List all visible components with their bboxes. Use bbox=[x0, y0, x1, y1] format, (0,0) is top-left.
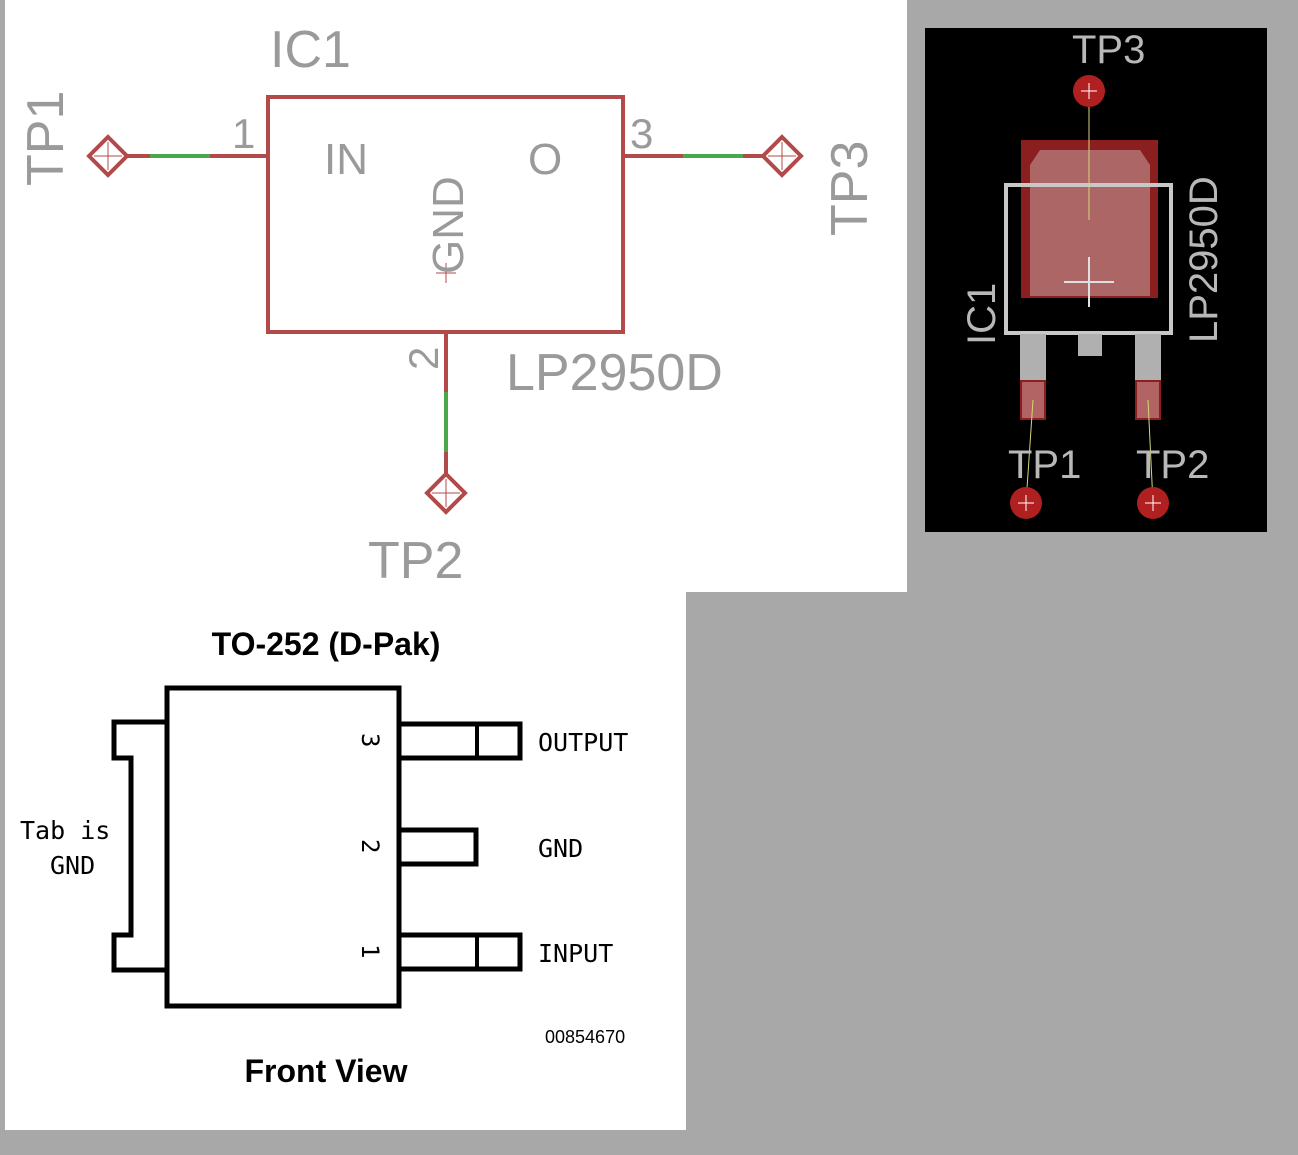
tab-note-line2: GND bbox=[50, 851, 95, 880]
pin-number-1: 1 bbox=[232, 110, 255, 157]
package-lead-3 bbox=[396, 721, 523, 761]
tp3-symbol bbox=[760, 134, 804, 178]
pcb-airwire-tp2 bbox=[1147, 399, 1154, 504]
pcb-lead-2 bbox=[1078, 334, 1102, 356]
package-lead-2 bbox=[396, 827, 479, 867]
pcb-tp1-pad bbox=[1010, 487, 1042, 519]
pcb-part-value: LP2950D bbox=[1182, 176, 1226, 343]
pcb-airwire-tp1 bbox=[1025, 399, 1034, 504]
pcb-tp3-label: TP3 bbox=[1072, 28, 1145, 72]
pin-number-2: 2 bbox=[400, 347, 447, 370]
pcb-panel: TP3 TP1 TP2 IC1 LP2950D bbox=[925, 28, 1267, 532]
schematic-part-value: LP2950D bbox=[506, 344, 723, 402]
package-lead-1 bbox=[396, 932, 523, 972]
datasheet-title: TO-252 (D-Pak) bbox=[212, 626, 441, 662]
schematic-tp2-label: TP2 bbox=[368, 532, 463, 590]
pin-label-gnd: GND bbox=[424, 176, 473, 274]
pin-label-out: O bbox=[528, 135, 562, 184]
schematic-panel: IC1 LP2950D IN O GND 1 3 2 TP1 TP3 TP2 bbox=[5, 0, 907, 592]
pcb-tp1-label: TP1 bbox=[1008, 443, 1081, 487]
pcb-part-name: IC1 bbox=[960, 283, 1004, 345]
pin-number-2-label: 2 bbox=[356, 839, 384, 853]
pcb-lead-3 bbox=[1135, 334, 1161, 384]
pcb-lead-1 bbox=[1020, 334, 1046, 384]
pcb-tp2-pad bbox=[1137, 487, 1169, 519]
pin-name-gnd: GND bbox=[538, 834, 583, 863]
datasheet-figure-id: 00854670 bbox=[545, 1027, 625, 1047]
tp1-symbol bbox=[86, 134, 130, 178]
package-tab bbox=[111, 719, 167, 973]
datasheet-background bbox=[5, 592, 686, 1130]
tab-note-line1: Tab is bbox=[20, 816, 110, 845]
pin-name-output: OUTPUT bbox=[538, 728, 628, 757]
schematic-part-name: IC1 bbox=[270, 21, 351, 79]
pin-label-in: IN bbox=[324, 135, 368, 184]
pin-name-input: INPUT bbox=[538, 939, 613, 968]
datasheet-caption: Front View bbox=[245, 1053, 408, 1089]
pcb-tp3-pad bbox=[1073, 75, 1105, 107]
pcb-tp2-label: TP2 bbox=[1136, 443, 1209, 487]
pin-number-3: 3 bbox=[630, 110, 653, 157]
datasheet-panel: TO-252 (D-Pak) Front View 00854670 Tab i… bbox=[5, 592, 686, 1130]
pin-number-1-label: 1 bbox=[356, 944, 384, 958]
schematic-tp3-label: TP3 bbox=[821, 141, 879, 236]
pin-number-3-label: 3 bbox=[356, 733, 384, 747]
schematic-tp1-label: TP1 bbox=[17, 91, 75, 186]
tp2-symbol bbox=[424, 471, 468, 515]
